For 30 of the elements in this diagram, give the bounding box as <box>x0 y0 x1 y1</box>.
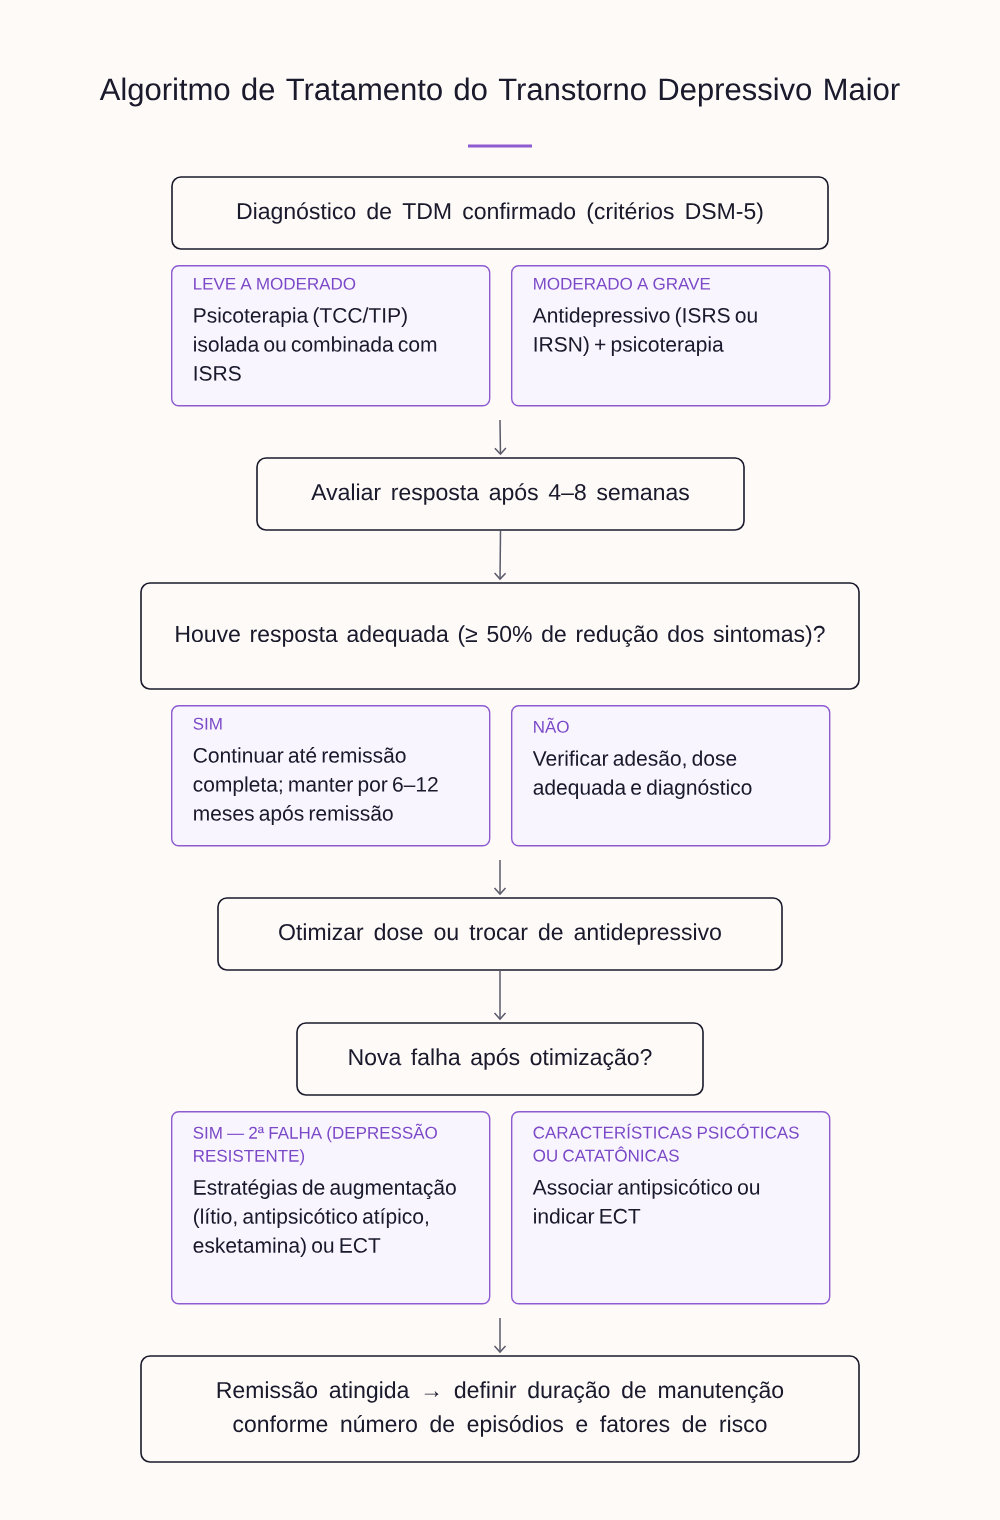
category-label: SIM <box>193 717 222 730</box>
description-text: Estratégias de augmentação (lítio, antipsicótico atípico, esketamina) ou ECT <box>193 1179 456 1257</box>
branch-box <box>171 265 491 407</box>
process-box: Remissão atingida → definir duração de manutenção conforme número de episódios e fatores de risco <box>140 1355 860 1463</box>
arrow <box>493 970 507 1021</box>
arrow <box>493 1317 507 1354</box>
arrow <box>493 530 507 581</box>
category-label: MODERADO A GRAVE <box>534 277 711 290</box>
arrow <box>493 859 507 896</box>
category-label: LEVE A MODERADO <box>194 277 356 290</box>
arrow <box>494 419 507 456</box>
category-label: CARACTERÍSTICAS PSICÓTICAS OU CATATÔNICAS <box>533 1123 799 1162</box>
branch-box <box>511 1111 831 1305</box>
description-text: Antidepressivo (ISRS ou IRSN) + psicoterapia <box>532 307 757 356</box>
title: Algoritmo de Tratamento do Transtorno Depressivo Maior <box>99 77 900 107</box>
category-label: SIM — 2ª FALHA (DEPRESSÃO RESISTENTE) <box>193 1123 437 1166</box>
description-text: Verificar adesão, dose adequada e diagnóstico <box>532 750 752 799</box>
process-box: Otimizar dose ou trocar de antidepressivo <box>217 897 783 971</box>
description-text: Continuar até remissão completa; manter por 6–12 meses após remissão <box>193 747 438 825</box>
branch-box <box>511 705 831 847</box>
description-text: Psicoterapia (TCC/TIP) isolada ou combinada com ISRS <box>194 307 437 381</box>
process-box: Diagnóstico de TDM confirmado (critérios DSM-5) <box>171 176 829 250</box>
process-box: Nova falha após otimização? <box>296 1022 704 1096</box>
category-label: NÃO <box>534 717 569 733</box>
branch-box <box>171 705 491 847</box>
description-text: Associar antipsicótico ou indicar ECT <box>532 1179 760 1224</box>
branch-box <box>171 1111 491 1305</box>
branch-box <box>511 265 831 407</box>
process-box: Houve resposta adequada (≥ 50% de redução dos sintomas)? <box>140 582 860 690</box>
process-box: Avaliar resposta após 4–8 semanas <box>256 457 745 531</box>
